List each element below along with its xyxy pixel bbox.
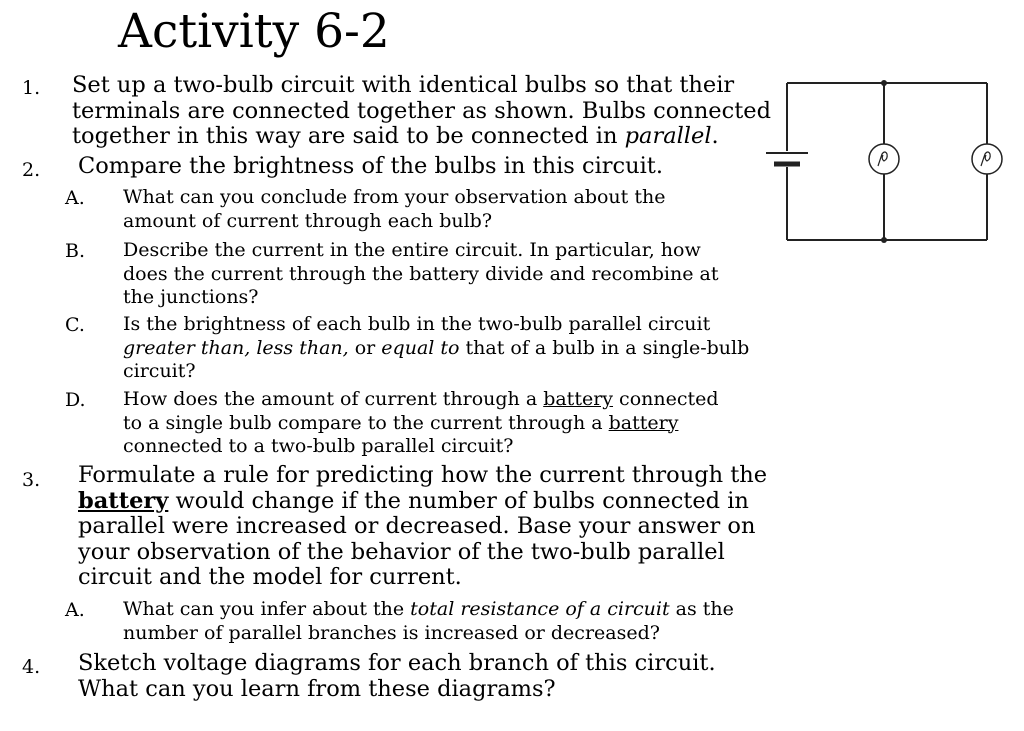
battery-term: battery — [78, 487, 169, 514]
item-2d-line-3: connected to a two-bulb parallel circuit… — [123, 435, 514, 457]
item-1-line-3: together in this way are said to be conn… — [72, 123, 771, 150]
item-2b-line-1: Describe the current in the entire circu… — [123, 239, 701, 261]
item-4-line-2: What can you learn from these diagrams? — [78, 675, 556, 702]
item-2b-letter: B. — [65, 240, 86, 262]
item-2d-line-1: How does the amount of current through a… — [123, 388, 719, 412]
item-1-period: . — [711, 123, 719, 149]
item-1-text: Set up a two-bulb circuit with identical… — [72, 72, 771, 150]
junction-dot-bottom — [881, 237, 887, 243]
item-3-line-4: your observation of the behavior of the … — [78, 538, 725, 565]
item-2d-line-1-pre: How does the amount of current through a — [123, 388, 544, 410]
battery-term: battery — [543, 388, 614, 410]
item-number-1: 1. — [22, 77, 41, 99]
item-3-line-2-rest: would change if the number of bulbs conn… — [168, 487, 749, 514]
item-4-text: Sketch voltage diagrams for each branch … — [78, 650, 716, 702]
item-2c-letter: C. — [65, 314, 85, 336]
item-4-line-1: Sketch voltage diagrams for each branch … — [78, 650, 716, 676]
item-2c-line-1: Is the brightness of each bulb in the tw… — [123, 313, 711, 335]
item-number-2: 2. — [22, 159, 41, 181]
item-3a-line-2: number of parallel branches is increased… — [123, 621, 660, 644]
equal-to-term: equal to — [381, 336, 460, 359]
item-2a-text: What can you conclude from your observat… — [123, 186, 665, 233]
item-2b-text: Describe the current in the entire circu… — [123, 239, 719, 310]
item-2c-line-2: greater than, less than, or equal to tha… — [123, 337, 749, 361]
junction-dot-top — [881, 80, 887, 86]
item-2d-text: How does the amount of current through a… — [123, 388, 719, 459]
item-2b-line-3: the junctions? — [123, 286, 259, 308]
item-3-text: Formulate a rule for predicting how the … — [78, 462, 768, 591]
greater-than-term: greater than, — [123, 336, 251, 359]
item-2d-line-1-post: connected — [613, 388, 719, 410]
item-2d-letter: D. — [65, 389, 86, 411]
total-resistance-term: total resistance of a circuit — [410, 598, 670, 620]
item-3a-letter: A. — [65, 599, 85, 621]
or-word: or — [348, 336, 382, 359]
item-2c-text: Is the brightness of each bulb in the tw… — [123, 313, 749, 384]
bulb-icon — [971, 143, 1003, 175]
item-3-line-5: circuit and the model for current. — [78, 564, 462, 590]
item-3-line-3: parallel were increased or decreased. Ba… — [78, 513, 756, 539]
item-2d-line-2-pre: to a single bulb compare to the current … — [123, 411, 609, 434]
parallel-circuit-diagram — [766, 80, 1003, 243]
less-than-term: less than, — [256, 336, 349, 359]
item-2a-line-1: What can you conclude from your observat… — [123, 186, 666, 208]
item-3-line-1: Formulate a rule for predicting how the … — [78, 462, 768, 488]
item-number-3: 3. — [22, 469, 41, 491]
battery-term: battery — [608, 411, 679, 434]
item-number-4: 4. — [22, 656, 41, 678]
item-1-line-3-text: together in this way are said to be conn… — [72, 123, 625, 149]
item-2c-line-2-rest: that of a bulb in a single-bulb — [459, 336, 750, 359]
item-2c-line-3: circuit? — [123, 360, 196, 382]
page-title: Activity 6-2 — [118, 4, 390, 59]
item-2d-line-2: to a single bulb compare to the current … — [123, 412, 719, 436]
item-2a-letter: A. — [65, 187, 85, 209]
battery-icon — [766, 152, 808, 167]
item-2b-line-2: does the current through the battery div… — [123, 262, 719, 285]
item-3a-line-1: What can you infer about the total resis… — [123, 598, 734, 622]
item-3a-line-1-pre: What can you infer about the — [123, 598, 411, 620]
item-2-text: Compare the brightness of the bulbs in t… — [78, 153, 663, 179]
item-3a-text: What can you infer about the total resis… — [123, 598, 734, 645]
item-2a-line-2: amount of current through each bulb? — [123, 209, 493, 232]
item-1-line-2: terminals are connected together as show… — [72, 97, 771, 124]
item-1-line-1: Set up a two-bulb circuit with identical… — [72, 72, 735, 98]
bulb-icon — [868, 143, 900, 175]
item-3-line-2: battery would change if the number of bu… — [78, 487, 767, 515]
item-3a-line-1-post: as the — [669, 598, 734, 620]
parallel-term: parallel — [624, 123, 712, 149]
